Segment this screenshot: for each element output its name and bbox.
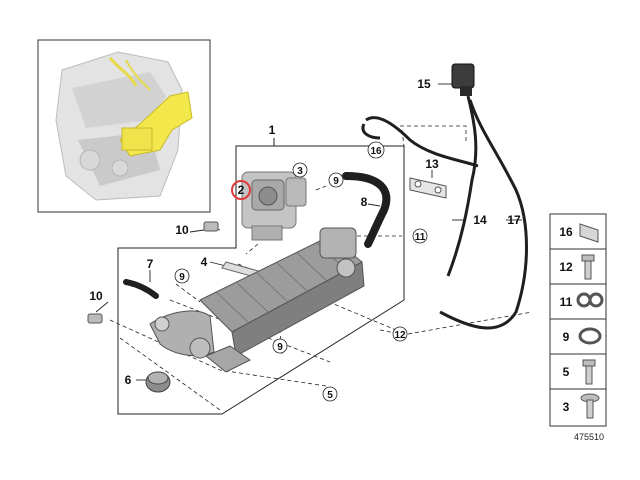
vacuum-actuator-icon <box>145 371 171 393</box>
callout-8: 8 <box>361 195 368 209</box>
callout-5: 5 <box>327 390 333 401</box>
hose-7-icon <box>123 279 159 299</box>
callout-11: 11 <box>415 232 426 243</box>
throttle-valve-icon <box>241 171 307 241</box>
callout-16: 16 <box>370 146 382 157</box>
legend-label-9: 9 <box>563 330 570 344</box>
callout-13: 13 <box>425 157 439 171</box>
callout-9-bottom: 9 <box>277 342 283 353</box>
callout-15: 15 <box>417 77 431 91</box>
assembly-group-frame <box>117 138 405 415</box>
callout-12: 12 <box>394 330 406 341</box>
bolt-icon <box>581 254 595 280</box>
callout-2: 2 <box>238 183 245 197</box>
callout-labels: 1 2 3 4 5 6 7 8 9 9 9 10 10 11 12 13 14 … <box>89 77 521 402</box>
engine-overview-inset <box>37 39 211 213</box>
legend-label-11: 11 <box>560 295 573 309</box>
callout-1: 1 <box>269 123 276 137</box>
pressure-converter-icon <box>451 63 475 96</box>
callout-9-top: 9 <box>333 176 339 187</box>
screw-icon <box>582 359 596 385</box>
callout-10-upper: 10 <box>175 223 189 237</box>
callout-4: 4 <box>201 255 208 269</box>
callout-17: 17 <box>507 213 521 227</box>
legend-label-16: 16 <box>559 225 573 239</box>
bolt-10-upper-icon <box>203 221 219 232</box>
double-clip-icon <box>576 292 604 308</box>
bolt-10-lower-icon <box>87 313 103 324</box>
egr-cooler-icon <box>149 227 365 373</box>
callout-7: 7 <box>147 257 154 271</box>
callout-10-lower: 10 <box>89 289 103 303</box>
hose-8-icon <box>342 172 391 248</box>
callout-3: 3 <box>297 166 303 177</box>
fastener-legend: 16 12 11 9 5 3 <box>549 213 607 427</box>
engine-illustration-icon <box>55 51 193 201</box>
callout-9-left: 9 <box>179 272 185 283</box>
legend-label-5: 5 <box>563 365 570 379</box>
vacuum-lines-icon <box>361 95 528 330</box>
callout-2-highlight-ring <box>231 180 251 200</box>
legend-label-3: 3 <box>563 400 570 414</box>
figure-number: 475510 <box>574 432 604 442</box>
legend-label-12: 12 <box>559 260 573 274</box>
hose-clamp-icon <box>578 327 602 345</box>
callout-14: 14 <box>473 213 487 227</box>
clip-icon <box>579 223 599 243</box>
callout-6: 6 <box>125 373 132 387</box>
flange-screw-icon <box>580 393 600 419</box>
gasket-13-icon <box>409 177 447 199</box>
